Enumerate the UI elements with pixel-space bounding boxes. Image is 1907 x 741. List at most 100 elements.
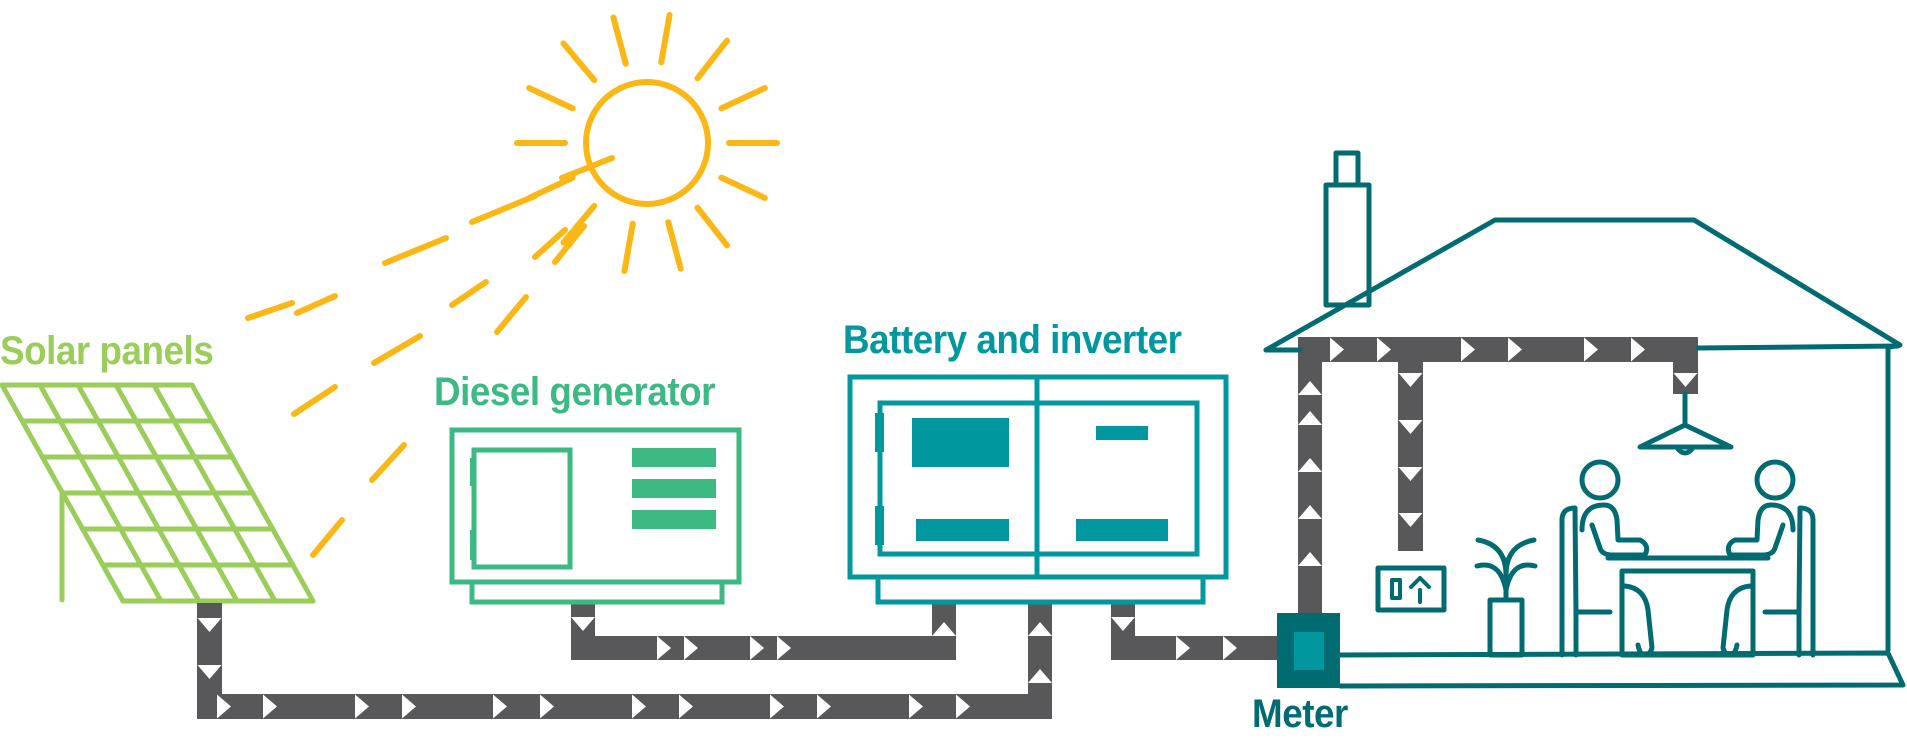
plant-pot <box>1487 597 1525 658</box>
plant-leaf <box>1503 537 1537 578</box>
wire-segment <box>1111 636 1281 660</box>
generator-vent-2 <box>632 479 716 498</box>
sun-beam <box>294 293 338 316</box>
lamp-shade <box>1637 422 1734 450</box>
flow-arrow-right <box>777 636 791 660</box>
flow-arrow-right <box>1584 337 1598 362</box>
sun-ray <box>718 85 768 112</box>
flow-arrow-right <box>1631 337 1645 362</box>
flow-arrow-down <box>1398 373 1423 387</box>
flow-arrow-right <box>540 694 554 719</box>
battery-inverter-label: Battery and inverter <box>843 318 1182 362</box>
sun-beam <box>494 294 529 335</box>
table-icon <box>1605 555 1771 658</box>
wire-segment <box>197 694 1052 719</box>
flow-arrow-up <box>1298 458 1322 472</box>
flow-arrow-up <box>1028 669 1052 683</box>
sun-beam <box>449 279 489 308</box>
solar-grid-col <box>37 382 164 604</box>
sun-ray <box>665 219 684 272</box>
flow-arrow-up <box>1298 505 1322 519</box>
generator-vent-1 <box>632 448 716 467</box>
sun-ray <box>526 85 576 112</box>
plant-leaf <box>1474 562 1509 593</box>
sun-beam <box>371 333 423 366</box>
sun-beams <box>245 155 615 558</box>
person-left-icon <box>1559 459 1655 658</box>
plant-icon <box>1474 537 1538 658</box>
flow-arrow-down <box>1673 373 1698 387</box>
flow-arrow-right <box>956 694 970 719</box>
chimney-cap <box>1333 150 1361 188</box>
flow-arrow-down <box>197 665 222 679</box>
flow-arrow-right <box>263 694 277 719</box>
outlet-plate <box>1375 565 1447 613</box>
plant-leaf <box>1475 537 1509 578</box>
flow-arrow-down <box>571 617 595 631</box>
sun-ray <box>694 37 731 82</box>
flow-arrow-right <box>355 694 369 719</box>
flow-arrow-right <box>684 636 698 660</box>
person-right-icon <box>1720 459 1816 658</box>
sun-ray <box>610 14 629 67</box>
chimney <box>1323 182 1372 308</box>
generator-door <box>471 447 573 570</box>
flow-arrow-up <box>1298 411 1322 425</box>
flow-arrow-right <box>909 694 923 719</box>
sun-beam <box>469 193 538 225</box>
person-legs <box>1720 583 1753 658</box>
flow-arrow-right <box>632 694 646 719</box>
power-wires <box>197 337 1698 719</box>
house-floor <box>1337 650 1906 689</box>
diesel-generator-label: Diesel generator <box>434 370 716 414</box>
flow-arrow-down <box>197 618 222 632</box>
table-body <box>1619 568 1756 658</box>
generator-vent-3 <box>632 510 716 529</box>
sun-beam <box>369 442 407 483</box>
flow-arrow-right <box>1377 337 1391 362</box>
sun-ray <box>658 11 673 66</box>
sun-rays <box>514 11 780 275</box>
flow-arrow-up <box>1028 622 1052 636</box>
solar-panels-label: Solar panels <box>0 329 214 373</box>
sun-beam <box>382 235 449 266</box>
sun-beam <box>245 300 295 321</box>
flow-arrow-down <box>1111 617 1135 631</box>
roof <box>1263 217 1903 353</box>
plant-leaf <box>1503 562 1538 593</box>
sun-ray <box>694 204 731 249</box>
flow-arrow-right <box>657 636 671 660</box>
person-legs <box>1622 583 1655 658</box>
solar-grid-col <box>189 382 316 604</box>
sun-beam <box>291 384 338 417</box>
generator-icon <box>449 427 742 605</box>
sun-icon <box>245 11 780 558</box>
sun-ray <box>718 174 768 201</box>
chair-back <box>1559 505 1613 615</box>
sun-beam <box>552 223 587 265</box>
generator-hinge-top <box>470 458 476 486</box>
solar-panel-grid <box>0 382 316 604</box>
battery-hinge-top <box>875 413 884 452</box>
flow-arrow-down <box>1398 513 1423 527</box>
generator-hinge-bottom <box>470 530 476 560</box>
lamp-bulb <box>1675 446 1695 456</box>
meter-display <box>1294 632 1324 670</box>
sun-ray <box>560 202 598 246</box>
person-head <box>1579 459 1621 501</box>
flow-arrow-up <box>932 622 956 636</box>
sun-ray <box>560 40 598 84</box>
battery-inverter-icon <box>847 374 1229 605</box>
solar-grid-col <box>0 382 126 604</box>
person-head <box>1754 459 1796 501</box>
outlet-socket <box>1390 578 1402 600</box>
generator-base <box>469 579 725 605</box>
flow-arrow-right <box>1461 337 1475 362</box>
chair-back <box>1762 505 1816 615</box>
flow-arrow-right <box>217 694 231 719</box>
flow-arrow-right <box>1508 337 1522 362</box>
solar-grid-col <box>151 382 278 604</box>
wire-segment <box>1028 604 1052 719</box>
outlet-pins <box>1409 576 1431 589</box>
